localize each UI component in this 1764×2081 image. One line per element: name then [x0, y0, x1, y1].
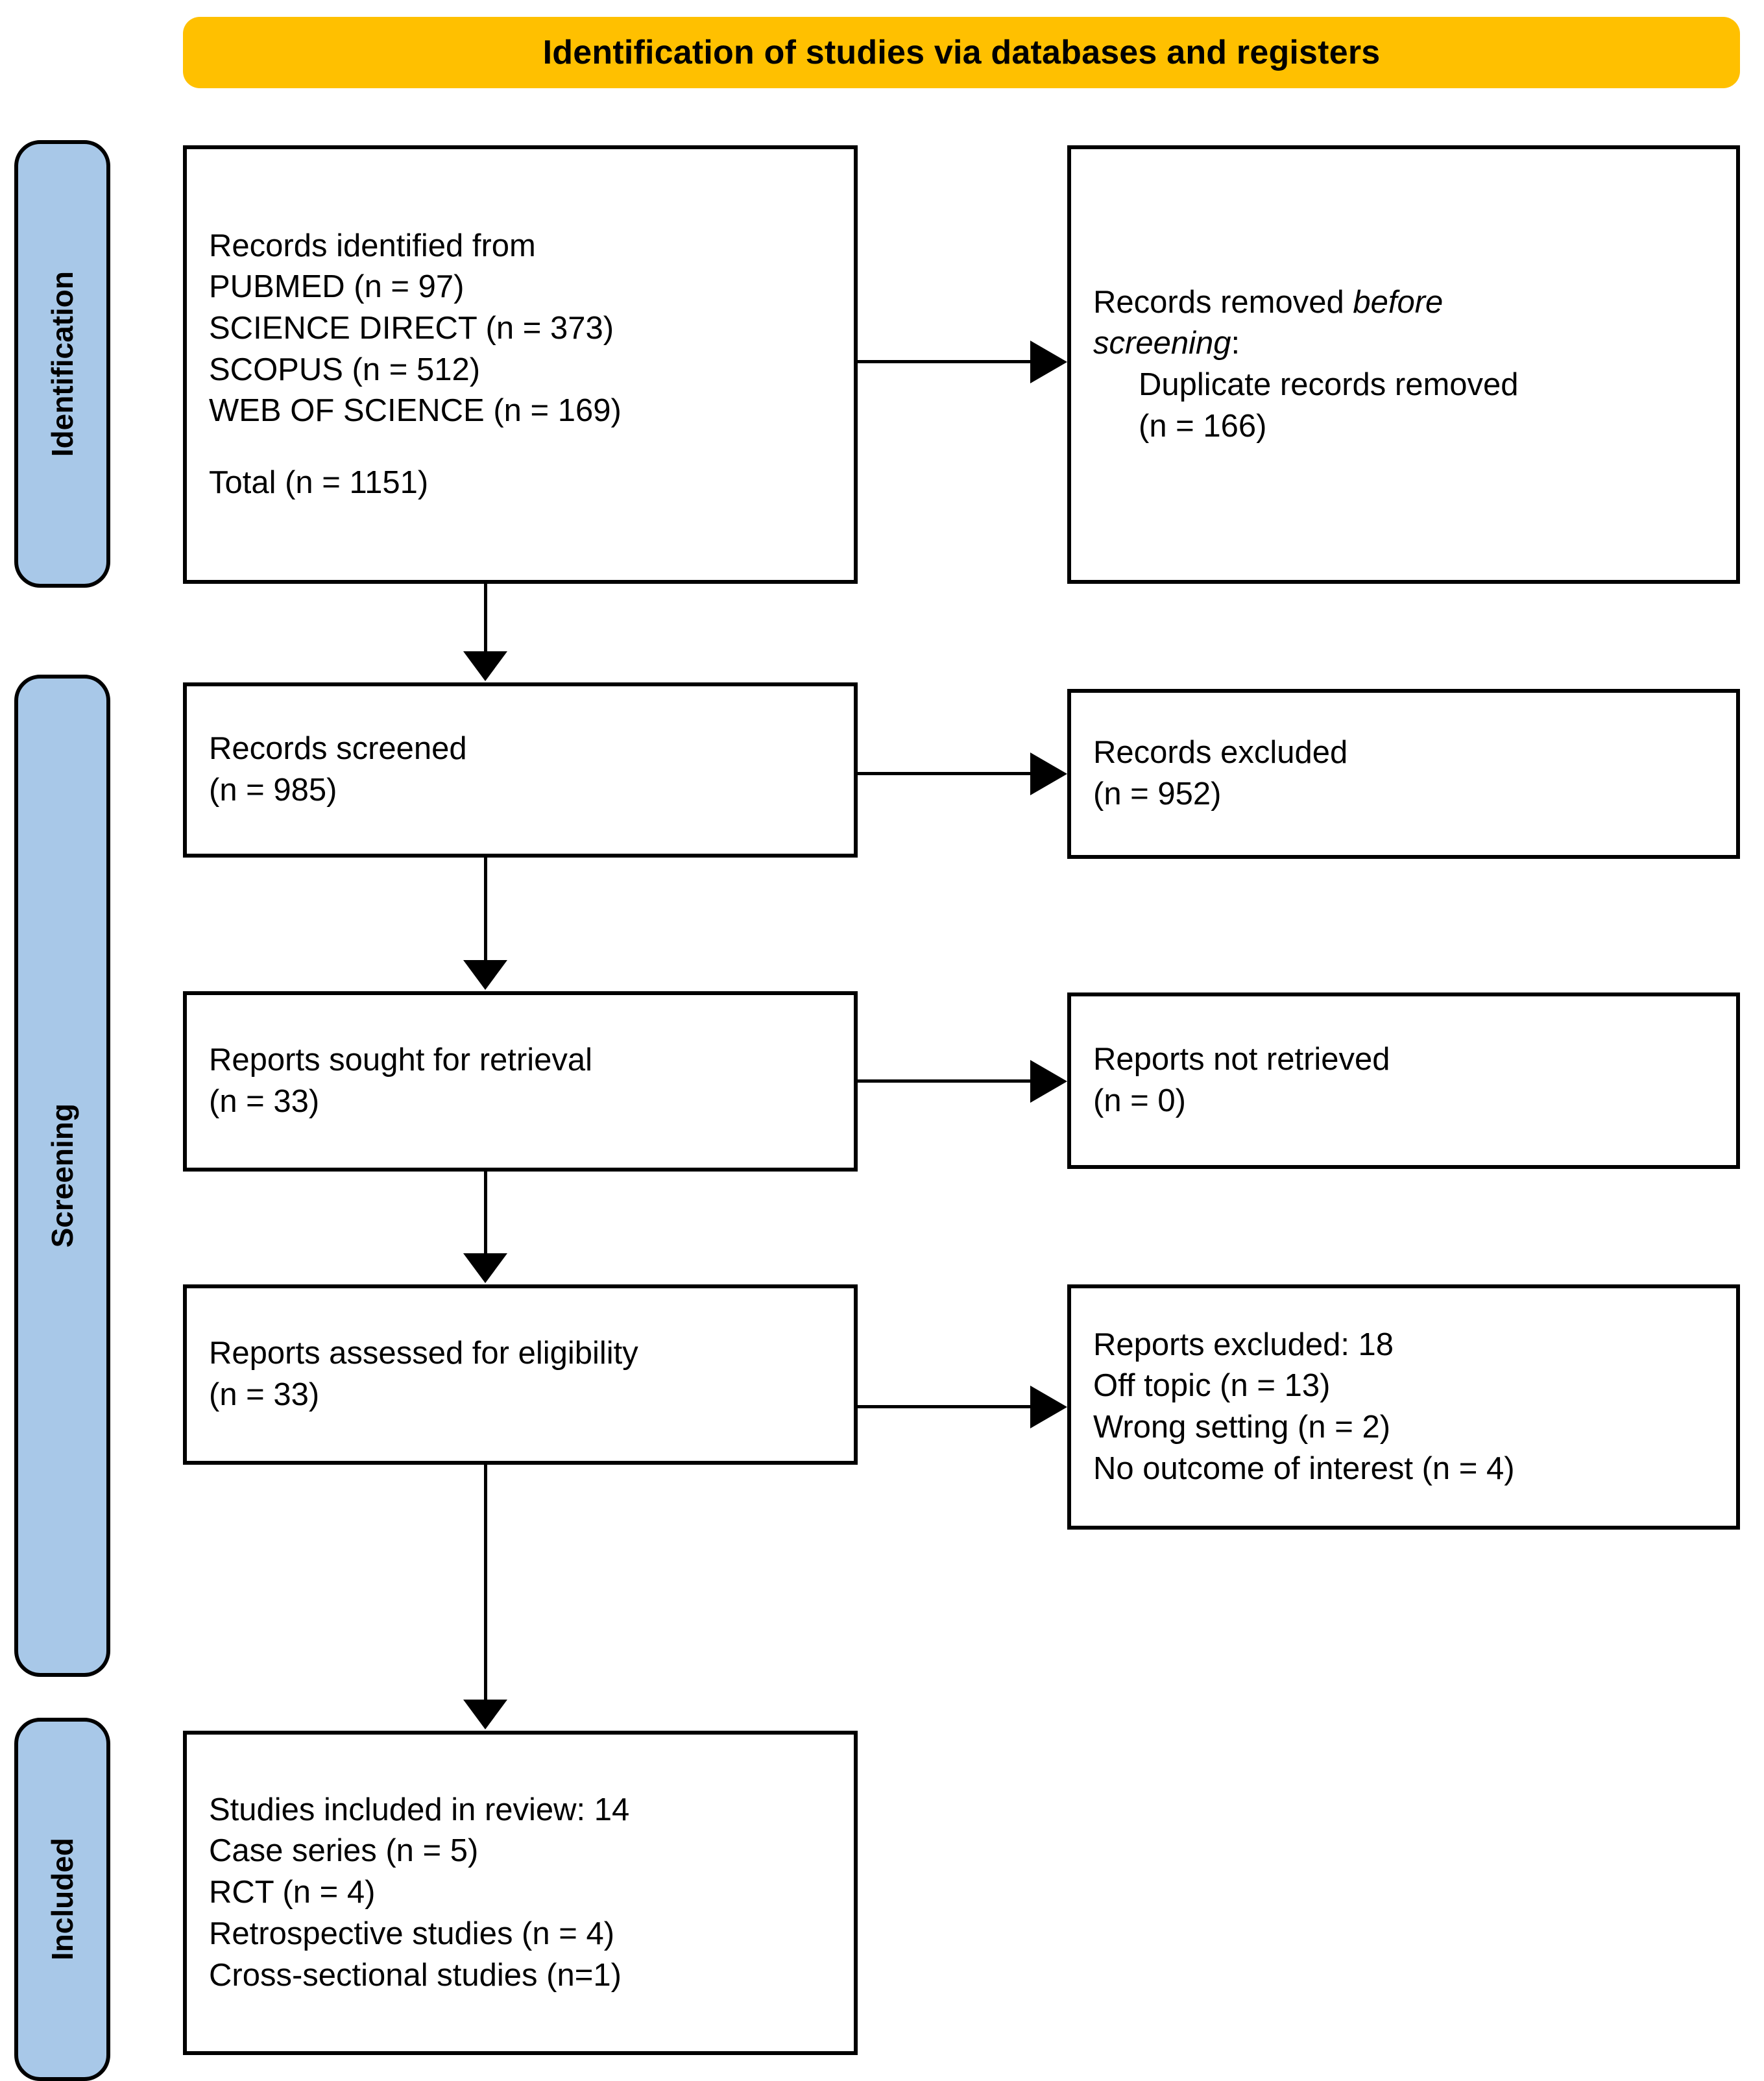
reports-assessed-line-1: Reports assessed for eligibility: [209, 1336, 638, 1371]
records-removed-line-2-colon: :: [1231, 326, 1240, 361]
arrowhead-right-icon: [1030, 1060, 1067, 1103]
box-records-removed-content: Records removed before screening: Duplic…: [1071, 282, 1736, 448]
records-removed-line-2-emphasis: screening: [1093, 326, 1231, 361]
stage-label-included-text: Included: [45, 1838, 79, 1961]
studies-included-line-5: Cross-sectional studies (n=1): [209, 1957, 622, 1993]
records-excluded-line-2: (n = 952): [1093, 776, 1222, 812]
box-studies-included-content: Studies included in review: 14 Case seri…: [187, 1790, 854, 1996]
stage-label-identification-text: Identification: [45, 271, 79, 457]
connector-identified-to-removed-line: [858, 360, 1032, 363]
connector-sought-to-not-retrieved-line: [858, 1079, 1032, 1083]
records-identified-line-3: SCIENCE DIRECT (n = 373): [209, 311, 614, 346]
connector-sought-to-assessed-line: [484, 1172, 487, 1255]
connector-screened-to-sought-line: [484, 858, 487, 961]
arrowhead-right-icon: [1030, 752, 1067, 795]
box-records-screened: Records screened (n = 985): [183, 682, 858, 858]
records-removed-line-2: screening:: [1093, 323, 1714, 365]
reports-not-retrieved-line-1: Reports not retrieved: [1093, 1042, 1390, 1077]
arrowhead-down-icon: [463, 1253, 507, 1283]
arrowhead-down-icon: [463, 1700, 507, 1729]
records-screened-line-1: Records screened: [209, 731, 467, 767]
stage-label-screening-text: Screening: [45, 1103, 79, 1248]
records-identified-line-2: PUBMED (n = 97): [209, 269, 465, 305]
reports-assessed-line-2: (n = 33): [209, 1377, 320, 1412]
box-reports-assessed-content: Reports assessed for eligibility (n = 33…: [187, 1333, 854, 1415]
records-identified-line-1: Records identified from: [209, 228, 536, 263]
box-reports-sought-content: Reports sought for retrieval (n = 33): [187, 1040, 854, 1122]
connector-assessed-to-included-line: [484, 1465, 487, 1701]
box-records-identified: Records identified from PUBMED (n = 97) …: [183, 145, 858, 584]
connector-identified-to-screened-line: [484, 584, 487, 654]
records-screened-line-2: (n = 985): [209, 773, 337, 808]
arrowhead-right-icon: [1030, 1386, 1067, 1428]
reports-not-retrieved-line-2: (n = 0): [1093, 1083, 1186, 1118]
studies-included-line-3: RCT (n = 4): [209, 1875, 376, 1910]
connector-screened-to-excluded-line: [858, 772, 1032, 775]
stage-label-screening: Screening: [14, 675, 110, 1677]
studies-included-line-2: Case series (n = 5): [209, 1833, 479, 1869]
box-reports-assessed: Reports assessed for eligibility (n = 33…: [183, 1284, 858, 1465]
box-studies-included: Studies included in review: 14 Case seri…: [183, 1731, 858, 2055]
reports-excluded-line-3: Wrong setting (n = 2): [1093, 1410, 1391, 1445]
records-identified-line-4: SCOPUS (n = 512): [209, 352, 481, 387]
box-reports-sought: Reports sought for retrieval (n = 33): [183, 991, 858, 1172]
reports-excluded-line-4: No outcome of interest (n = 4): [1093, 1450, 1515, 1486]
arrowhead-down-icon: [463, 960, 507, 990]
records-identified-line-5: WEB OF SCIENCE (n = 169): [209, 393, 622, 429]
stage-label-identification: Identification: [14, 140, 110, 588]
records-removed-line-1: Records removed before: [1093, 282, 1714, 324]
reports-excluded-line-2: Off topic (n = 13): [1093, 1368, 1331, 1404]
records-removed-line-3: Duplicate records removed: [1139, 367, 1519, 402]
box-reports-excluded-reasons-content: Reports excluded: 18 Off topic (n = 13) …: [1071, 1325, 1736, 1490]
diagram-header-banner: Identification of studies via databases …: [183, 17, 1740, 88]
stage-label-included: Included: [14, 1718, 110, 2081]
connector-assessed-to-reports-excluded-line: [858, 1405, 1032, 1408]
box-reports-not-retrieved: Reports not retrieved (n = 0): [1067, 992, 1740, 1169]
records-removed-line-4: (n = 166): [1139, 408, 1267, 444]
records-removed-line-1-emphasis: before: [1353, 284, 1444, 320]
records-identified-total: Total (n = 1151): [209, 464, 429, 500]
records-removed-line-1-lead: Records removed: [1093, 284, 1353, 320]
diagram-header-title: Identification of studies via databases …: [542, 34, 1381, 71]
box-reports-excluded-reasons: Reports excluded: 18 Off topic (n = 13) …: [1067, 1284, 1740, 1530]
records-excluded-line-1: Records excluded: [1093, 735, 1348, 771]
reports-sought-line-2: (n = 33): [209, 1084, 320, 1119]
box-records-screened-content: Records screened (n = 985): [187, 728, 854, 811]
arrowhead-right-icon: [1030, 341, 1067, 383]
reports-sought-line-1: Reports sought for retrieval: [209, 1042, 592, 1078]
records-identified-spacer: [209, 432, 832, 463]
arrowhead-down-icon: [463, 651, 507, 681]
box-reports-not-retrieved-content: Reports not retrieved (n = 0): [1071, 1039, 1736, 1122]
box-records-excluded-content: Records excluded (n = 952): [1071, 732, 1736, 815]
studies-included-line-1: Studies included in review: 14: [209, 1792, 630, 1827]
studies-included-line-4: Retrospective studies (n = 4): [209, 1916, 615, 1951]
box-records-removed: Records removed before screening: Duplic…: [1067, 145, 1740, 584]
reports-excluded-line-1: Reports excluded: 18: [1093, 1327, 1394, 1362]
box-records-excluded: Records excluded (n = 952): [1067, 689, 1740, 859]
box-records-identified-content: Records identified from PUBMED (n = 97) …: [187, 226, 854, 504]
